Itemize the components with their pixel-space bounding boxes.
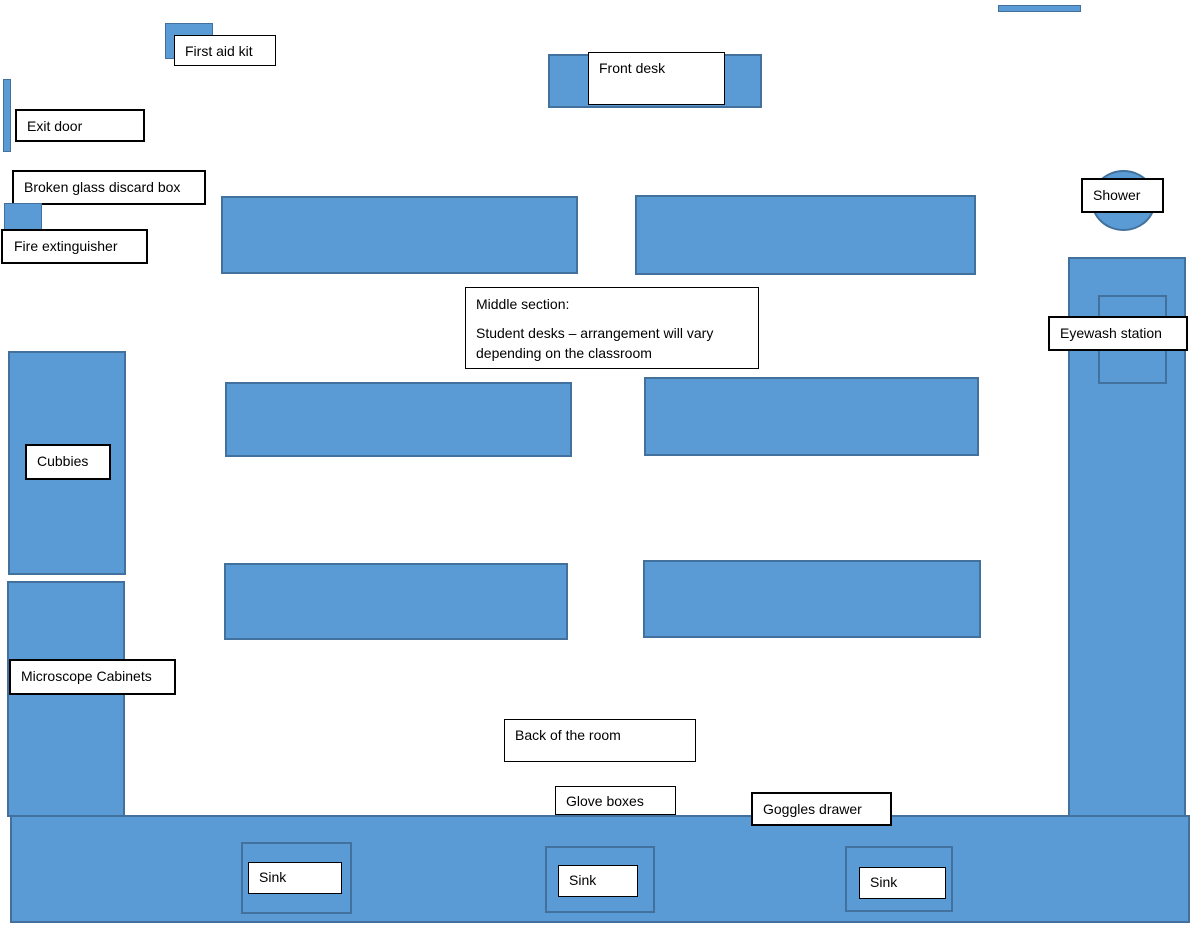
- student-desk-4: [644, 377, 979, 456]
- sink-1-label: Sink: [248, 862, 342, 894]
- exit-door-label: Exit door: [15, 109, 145, 142]
- middle-section-description: Student desks – arrangement will vary de…: [476, 325, 714, 361]
- fire-extinguisher-label: Fire extinguisher: [1, 229, 148, 264]
- student-desk-5: [224, 563, 568, 640]
- eyewash-station-label: Eyewash station: [1048, 316, 1188, 351]
- fire-extinguisher-block: [4, 203, 42, 231]
- microscope-cabinets-block: [7, 581, 125, 817]
- student-desk-1: [221, 196, 578, 274]
- exit-door-block: [3, 79, 11, 152]
- broken-glass-label: Broken glass discard box: [12, 170, 206, 205]
- glove-boxes-label: Glove boxes: [555, 786, 676, 815]
- student-desk-2: [635, 195, 976, 275]
- wall-marker: [998, 5, 1081, 12]
- student-desk-6: [643, 560, 981, 638]
- front-desk-label: Front desk: [588, 52, 725, 105]
- student-desk-3: [225, 382, 572, 457]
- middle-section-title: Middle section:: [476, 296, 570, 312]
- cubbies-label: Cubbies: [25, 444, 111, 480]
- sink-2-label: Sink: [558, 865, 638, 897]
- sink-3-label: Sink: [859, 867, 946, 899]
- first-aid-kit-label: First aid kit: [174, 35, 276, 66]
- middle-section-note: Middle section: Student desks – arrangem…: [465, 287, 759, 369]
- shower-label: Shower: [1081, 178, 1164, 213]
- microscope-cabinets-label: Microscope Cabinets: [9, 659, 176, 695]
- back-of-room-label: Back of the room: [504, 719, 696, 762]
- goggles-drawer-label: Goggles drawer: [751, 792, 892, 826]
